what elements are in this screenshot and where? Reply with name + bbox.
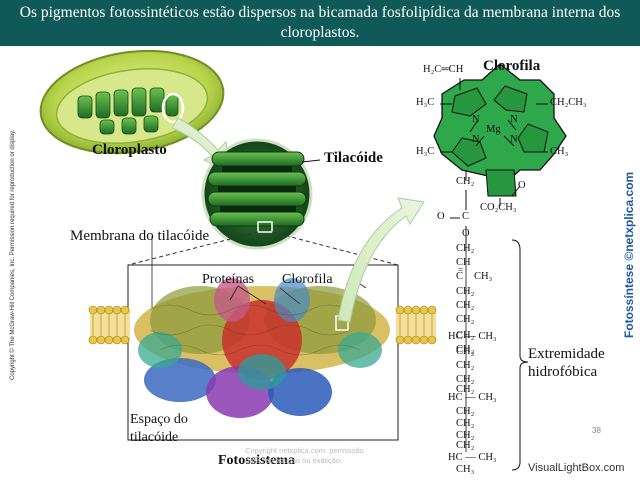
chain-ch2-11: CH₂ <box>456 384 475 395</box>
chain-ch2-10: CH₂ <box>456 374 475 385</box>
chem-n-1: N <box>472 114 480 125</box>
chain-hc-ch3-1: HC — CH₃ <box>448 331 497 342</box>
membrane-bilayer <box>88 305 437 345</box>
chem-ch3-right: CH₃ <box>550 146 569 157</box>
chain-ch2-7: CH₂ <box>456 344 475 355</box>
label-chlorophyll-photosystem: Clorofila <box>282 272 333 287</box>
chain-hc-ch3-3: HC — CH₃ <box>448 452 497 463</box>
chem-n-2: N <box>510 114 518 125</box>
label-photosystem: Fotossistema <box>218 453 295 468</box>
label-hydrophobic-1: Extremidade <box>528 346 605 362</box>
slide-title: Os pigmentos fotossintéticos estão dispe… <box>19 4 621 41</box>
page-number: 38 <box>592 426 601 435</box>
chain-ch2-13: CH₂ <box>456 418 475 429</box>
chain-ch: CH <box>456 257 471 268</box>
title-bar: Os pigmentos fotossintéticos estão dispe… <box>0 0 640 46</box>
chem-h3c-bottom: H₃C <box>416 146 435 157</box>
chem-h2c-ch: H₂C═CH <box>423 64 464 75</box>
thylakoid-stack-illustration <box>201 138 313 250</box>
chain-ch2-8: CH₂ <box>456 346 475 357</box>
chem-n-3: N <box>472 134 480 145</box>
label-thylakoid-space-2: tilacóide <box>130 430 179 445</box>
chain-ch2-12: CH₂ <box>456 406 475 417</box>
chain-ch3-end: CH₃ <box>456 464 475 475</box>
chain-hc-ch3-2: HC — CH₃ <box>448 392 497 403</box>
watermark-line-1: Copyright netxplica.com: permissão <box>245 446 364 455</box>
label-hydrophobic-2: hidrofóbica <box>528 364 598 380</box>
label-chloroplast: Cloroplasto <box>92 142 167 158</box>
chem-mg: Mg <box>486 124 501 135</box>
chain-eq: = <box>458 265 464 275</box>
side-copyright: Copyright © The McGraw-Hill Companies, I… <box>10 129 16 380</box>
label-thylakoid-space-1: Espaço do <box>130 412 188 427</box>
chain-ch2-3: CH₂ <box>456 286 475 297</box>
photosystem-protein-complex <box>134 278 390 418</box>
chem-o-ester: O <box>437 211 445 222</box>
label-chlorophyll-title: Clorofila <box>483 58 541 74</box>
chain-branch-ch3: CH₃ <box>474 271 493 282</box>
label-proteins: Proteínas <box>202 272 255 287</box>
chlorophyll-molecule <box>433 63 567 244</box>
chem-c-ester: C <box>462 211 470 222</box>
chain-ch2-5: CH₂ <box>456 314 475 325</box>
zoom-arrow-2 <box>337 197 425 323</box>
chain-c-branch: C <box>456 271 464 282</box>
hydrophobic-bracket <box>511 239 529 471</box>
chem-o-link: O <box>462 228 470 239</box>
chem-co2ch3: CO₂CH₃ <box>480 202 517 213</box>
label-thylakoid: Tilacóide <box>324 150 383 166</box>
chem-o-ketone: O <box>518 180 526 191</box>
chain-ch2-9: CH₂ <box>456 360 475 371</box>
watermark: Copyright netxplica.com: permissão para … <box>245 446 364 466</box>
photosystem-box <box>127 264 399 441</box>
chem-n-4: N <box>510 134 518 145</box>
label-thylakoid-membrane: Membrana do tilacóide <box>70 228 210 244</box>
footer-brand[interactable]: VisualLightBox.com <box>528 462 625 474</box>
side-brand: Fotossíntese ©netxplica.com <box>622 171 636 338</box>
chem-h3c-top: H₃C <box>416 97 435 108</box>
chain-ch2-6: CH₂ <box>456 330 475 341</box>
chain-ch2-2: CH₂ <box>456 243 475 254</box>
chain-ch2-15: CH₂ <box>456 440 475 451</box>
watermark-line-2: para reprodução ou exibição. <box>245 456 343 465</box>
chain-ch2-4: CH₂ <box>456 300 475 311</box>
chem-ch2ch3: CH₂CH₃ <box>550 97 587 108</box>
chain-ch2-1: CH₂ <box>456 176 475 187</box>
chain-ch2-14: CH₂ <box>456 430 475 441</box>
